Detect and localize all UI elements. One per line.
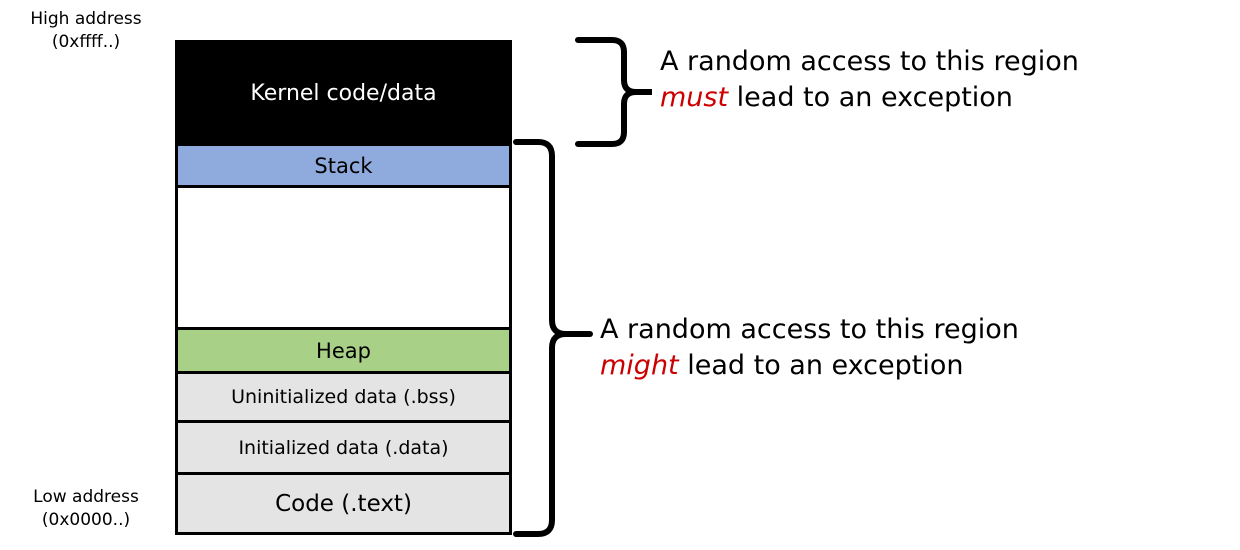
memory-segment-unmapped-gap	[178, 188, 509, 472]
user-annotation-line2-rest: lead to an exception	[678, 350, 964, 382]
kernel-annotation-line2: must lead to an exception	[660, 80, 1079, 116]
high-address-line2: (0xffff..)	[51, 31, 121, 52]
memory-segment-stack-label: Stack	[314, 153, 373, 178]
memory-segment-data: Initialized data (.data)	[178, 423, 509, 475]
kernel-annotation-line2-rest: lead to an exception	[728, 82, 1013, 114]
user-annotation-line2: might lead to an exception	[600, 348, 1019, 384]
memory-segment-data-label: Initialized data (.data)	[238, 436, 449, 459]
memory-map: Kernel code/data Stack Heap Uninitialize…	[175, 40, 512, 535]
memory-segment-text-label: Code (.text)	[275, 490, 412, 517]
kernel-region-brace-icon	[575, 37, 652, 147]
kernel-annotation-emphasis: must	[660, 82, 729, 114]
low-address-line2: (0x0000..)	[41, 509, 131, 530]
high-address-label: High address (0xffff..)	[6, 8, 166, 53]
low-address-label: Low address (0x0000..)	[6, 486, 166, 531]
user-region-brace-icon	[513, 139, 593, 537]
memory-segment-bss: Uninitialized data (.bss)	[178, 374, 509, 423]
memory-segment-heap: Heap	[178, 327, 509, 374]
memory-segment-text: Code (.text)	[178, 475, 509, 532]
user-annotation-line1: A random access to this region	[600, 314, 1019, 345]
user-region-annotation: A random access to this region might lea…	[600, 312, 1019, 384]
memory-segment-kernel: Kernel code/data	[178, 43, 509, 143]
memory-segment-stack: Stack	[178, 143, 509, 188]
kernel-region-annotation: A random access to this region must lead…	[660, 44, 1079, 116]
memory-segment-heap-label: Heap	[316, 338, 371, 363]
low-address-line1: Low address	[33, 487, 139, 507]
memory-segment-kernel-label: Kernel code/data	[250, 80, 437, 106]
kernel-annotation-line1: A random access to this region	[660, 46, 1079, 77]
memory-segment-bss-label: Uninitialized data (.bss)	[231, 386, 456, 408]
user-annotation-emphasis: might	[600, 350, 679, 382]
high-address-line1: High address	[30, 9, 142, 29]
